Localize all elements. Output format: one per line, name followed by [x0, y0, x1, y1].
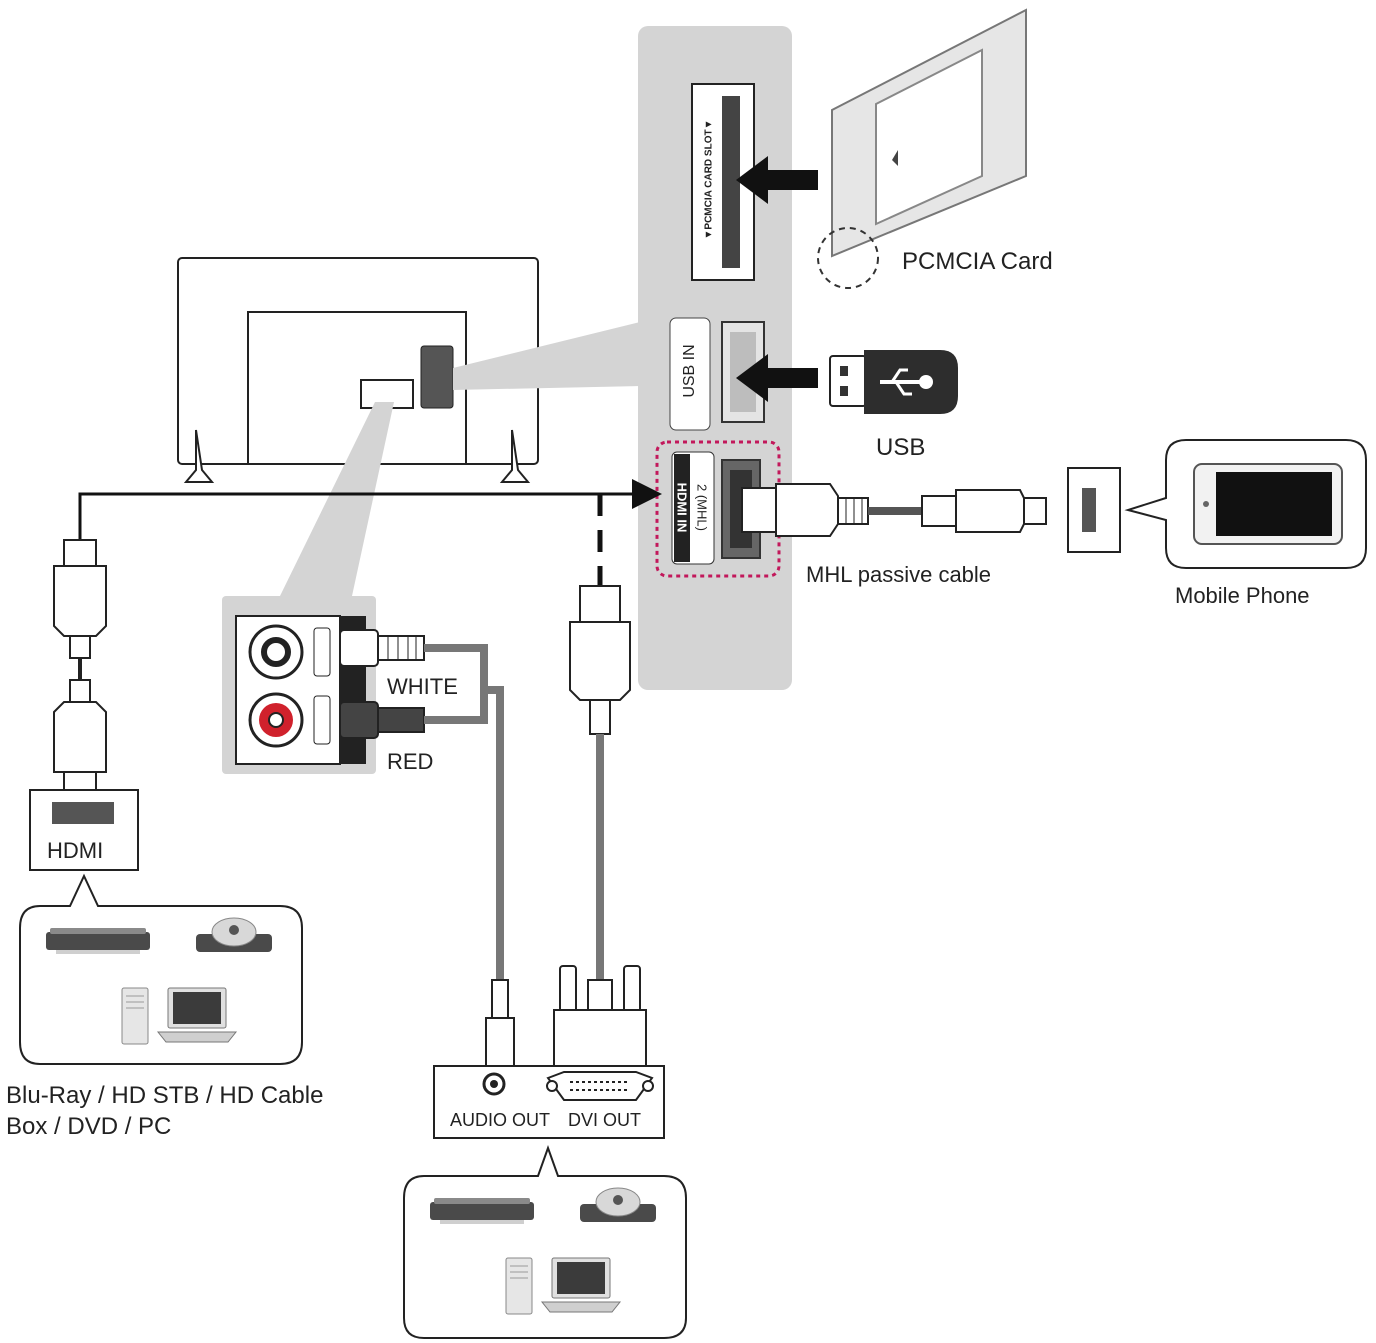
dvi-devices-bubble	[403, 1145, 687, 1339]
dvi-plug-icon	[553, 965, 647, 1071]
rca-plug-icon	[339, 629, 425, 739]
mhl-highlight	[655, 440, 781, 578]
callout-wedge-rear	[280, 402, 394, 596]
dvi-out-label: DVI OUT	[568, 1110, 642, 1130]
source-devices-label: Blu-Ray / HD STB / HD Cable Box / DVD / …	[6, 1080, 323, 1142]
mobile-phone-label: Mobile Phone	[1175, 583, 1310, 608]
hdmi-in-sublabel: 2 (MHL)	[694, 484, 710, 531]
usb-plug-icon	[829, 350, 958, 414]
hdmi-label: HDMI	[47, 838, 104, 863]
source-devices-line1: Blu-Ray / HD STB / HD Cable	[6, 1082, 324, 1109]
audio-cable	[484, 686, 504, 980]
hdmi-plug-icon	[53, 539, 107, 799]
callout-wedge-side	[453, 322, 640, 390]
usb-label: USB	[876, 434, 926, 461]
pcmcia-card-label: PCMCIA Card	[902, 248, 1053, 275]
source-devices-line2: Box / DVD / PC	[6, 1113, 172, 1140]
white-audio-cable	[424, 644, 488, 724]
audio-out-label: AUDIO OUT	[450, 1110, 551, 1130]
audio-plug-icon	[485, 979, 515, 1096]
hdmi-connection-line	[78, 479, 662, 540]
usb-in-port-label-box	[669, 317, 711, 431]
white-label: WHITE	[387, 674, 458, 699]
tv-rear-icon	[177, 257, 539, 483]
red-label: RED	[387, 749, 434, 774]
mhl-cable	[741, 483, 1047, 537]
pcmcia-slot-label: ▼PCMCIA CARD SLOT▼	[703, 119, 715, 240]
pcmcia-card-icon	[817, 8, 1027, 289]
mhl-cable-label: MHL passive cable	[806, 562, 992, 587]
usb-in-label: USB IN	[681, 344, 698, 398]
hdmi-in-label: HDMI IN	[674, 482, 690, 533]
mobile-phone-icon	[1193, 463, 1343, 545]
dvi-cable-plug	[569, 585, 631, 980]
